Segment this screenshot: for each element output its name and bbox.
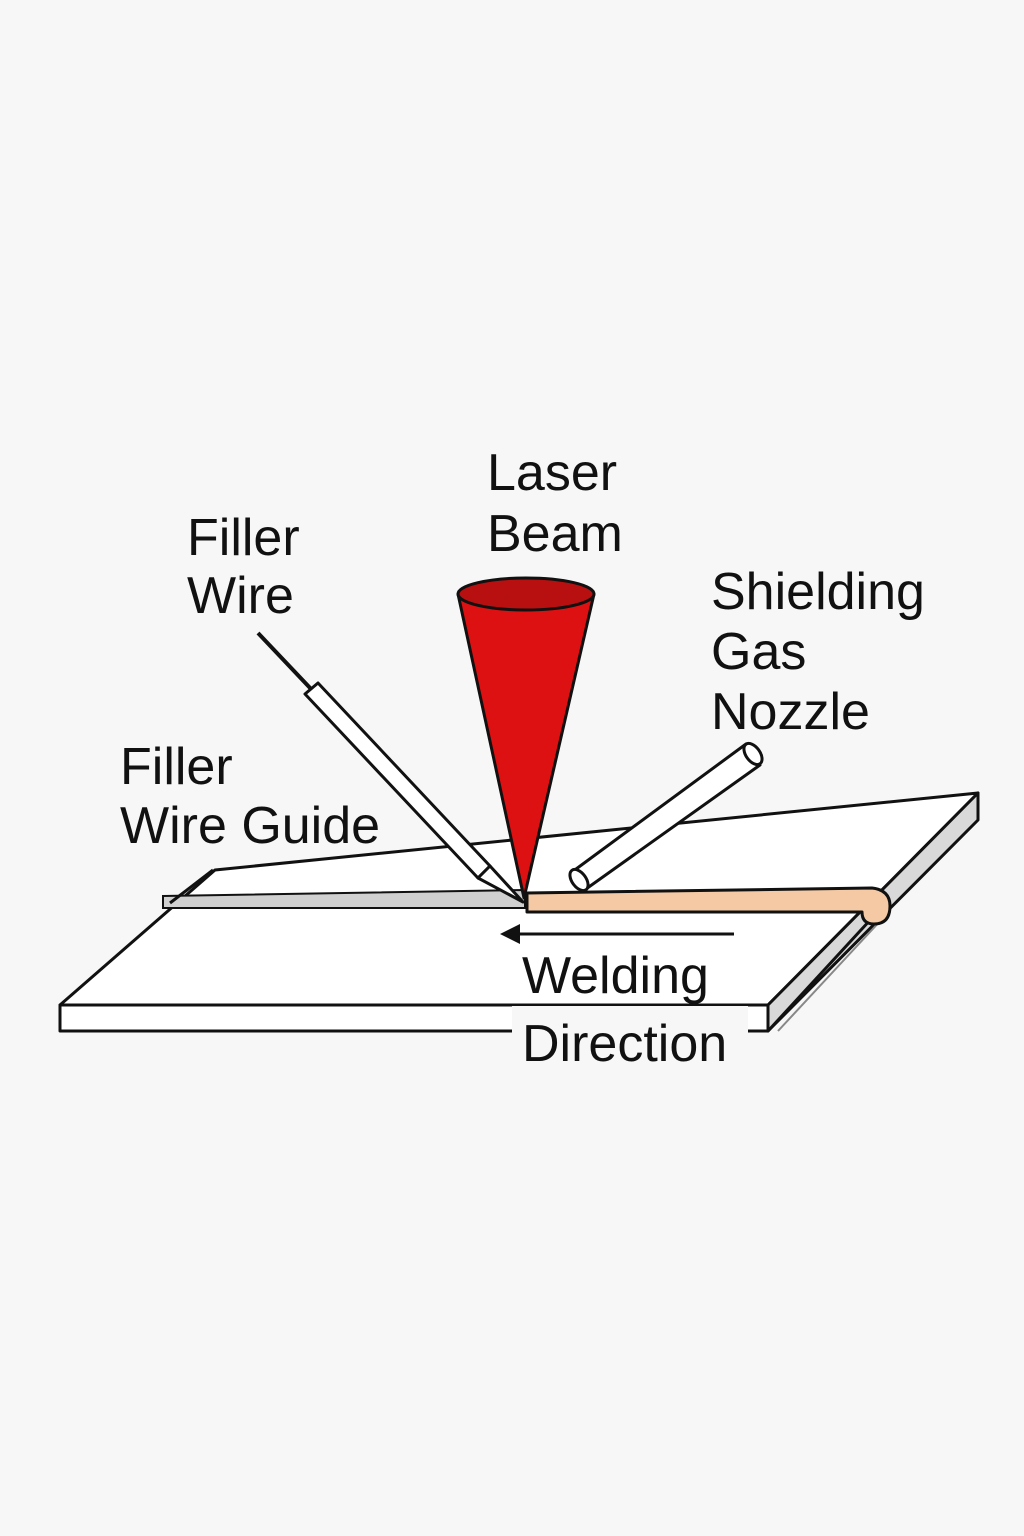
- laser-beam-label-line2: Beam: [487, 505, 623, 563]
- nozzle-end-upper: [742, 741, 764, 767]
- filler-wire-guide-leader: [169, 868, 214, 905]
- shielding-gas-nozzle: [568, 741, 764, 893]
- filler-wire-guide-label-line1: Filler: [120, 738, 233, 796]
- filler-wire-strand: [256, 631, 314, 692]
- laser-beam-cone: [456, 576, 596, 900]
- filler-wire-label-line2: Wire: [187, 567, 294, 625]
- filler-wire-label: Filler Wire: [187, 509, 314, 625]
- shielding-gas-nozzle-label-line1: Shielding: [711, 563, 925, 621]
- laser-beam-top: [456, 576, 596, 612]
- welding-direction-arrow: [500, 924, 734, 944]
- welding-direction-label-line1: Welding: [522, 947, 709, 1005]
- nozzle-end-lower: [568, 867, 590, 893]
- shielding-gas-nozzle-label-line3: Nozzle: [711, 683, 870, 741]
- weld-bead: [525, 886, 892, 926]
- welding-direction-label-line2: Direction: [522, 1015, 727, 1073]
- laser-beam-label-line1: Laser: [487, 444, 617, 502]
- arrow-head: [500, 924, 520, 944]
- shielding-gas-nozzle-label-line2: Gas: [711, 623, 806, 681]
- welding-direction-label-backdrop-2: [512, 1006, 748, 1068]
- laser-beam-label: Laser Beam: [487, 444, 632, 563]
- filler-wire-tip: [476, 864, 525, 904]
- filler-wire-label-line1: Filler: [187, 509, 300, 567]
- joint-edge-line: [766, 916, 874, 1033]
- filler-wire-guide-label-line2: Wire Guide: [120, 797, 380, 855]
- shielding-gas-nozzle-label: Shielding Gas Nozzle: [711, 563, 939, 741]
- filler-wire-guide-label: Filler Wire Guide: [120, 738, 380, 855]
- filler-wire: [256, 631, 525, 904]
- welding-direction-label-backdrop: [518, 948, 724, 1003]
- welding-direction-label: Welding Direction: [522, 947, 727, 1073]
- joint-groove: [162, 888, 526, 909]
